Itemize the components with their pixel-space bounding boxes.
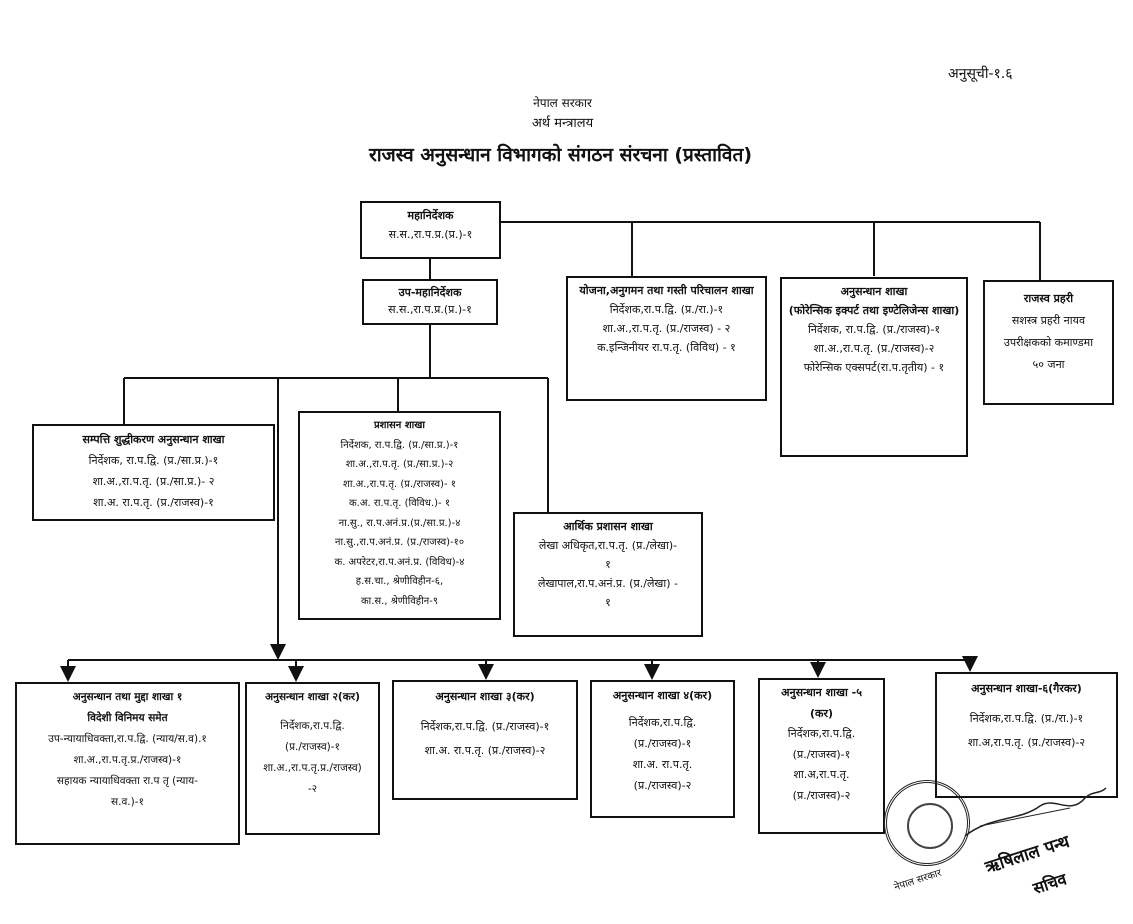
box-title: अनुसन्धान तथा मुद्दा शाखा १ xyxy=(72,691,183,703)
box-director-general: महानिर्देशक स.स.,रा.प.प्र.(प्र.)-१ xyxy=(360,201,501,259)
box-line: शा.अ.,रा.प.तृ. (प्र./राजस्व)-२ xyxy=(813,342,935,355)
box-asset-laundering-branch: सम्पत्ति शुद्धीकरण अनुसन्धान शाखा निर्दे… xyxy=(32,424,275,521)
box-line: उप-न्यायाधिवक्ता,रा.प.द्वि. (न्याय/स.व).… xyxy=(48,733,207,745)
box-line: निर्देशक,रा.प.द्वि. xyxy=(787,727,856,740)
box-line: निर्देशक, रा.प.द्वि. (प्र./राजस्व)-१ xyxy=(807,323,941,336)
box-line: (प्र./राजस्व)-२ xyxy=(633,779,692,792)
box-administration-branch: प्रशासन शाखा निर्देशक, रा.प.द्वि. (प्र./… xyxy=(298,411,501,620)
box-forensic-branch: अनुसन्धान शाखा (फोरेन्सिक इक्पर्ट तथा इण… xyxy=(780,277,968,457)
box-line: उपरीक्षकको कमाण्डमा xyxy=(1003,336,1094,349)
box-line: स.स.,रा.प.प्र.(प्र.)-१ xyxy=(388,303,472,316)
box-line: ना.सु.,रा.प.अनं.प्र. (प्र./राजस्व)-१० xyxy=(334,537,465,548)
box-title: अनुसन्धान शाखा xyxy=(840,285,908,298)
box-title: सम्पत्ति शुद्धीकरण अनुसन्धान शाखा xyxy=(82,433,225,446)
box-line: शा.अ. रा.प.तृ. xyxy=(632,758,693,771)
box-line: क. अपरेटर,रा.प.अनं.प्र. (विविध)-४ xyxy=(334,556,465,568)
government-seal xyxy=(884,780,970,866)
box-line: (प्र./राजस्व)-१ xyxy=(284,741,341,753)
box-investigation-branch-1: अनुसन्धान तथा मुद्दा शाखा १ विदेशी विनिम… xyxy=(15,682,240,845)
box-line: स.स.,रा.प.प्र.(प्र.)-१ xyxy=(388,228,473,241)
box-investigation-branch-4: अनुसन्धान शाखा ४(कर) निर्देशक,रा.प.द्वि.… xyxy=(590,680,735,818)
box-line: निर्देशक,रा.प.द्वि. (प्र./रा.)-१ xyxy=(609,303,724,316)
box-line: शा.अ.,रा.प.तृ. (प्र./सा.प्र.)- २ xyxy=(92,475,215,488)
box-line: (प्र./राजस्व)-१ xyxy=(633,737,692,750)
box-line: शा.अ,रा.प.तृ. xyxy=(793,768,850,781)
box-line: शा.अ. रा.प.तृ. (प्र./राजस्व)-२ xyxy=(424,744,546,757)
box-subtitle: विदेशी विनिमय समेत xyxy=(87,712,168,724)
box-title: प्रशासन शाखा xyxy=(373,420,426,431)
box-title: अनुसन्धान शाखा २(कर) xyxy=(265,691,360,703)
box-title: उप-महानिर्देशक xyxy=(398,286,462,299)
box-financial-admin-branch: आर्थिक प्रशासन शाखा लेखा अधिकृत,रा.प.तृ.… xyxy=(513,512,703,637)
box-line: क.अ. रा.प.तृ. (विविध.)- १ xyxy=(348,498,451,509)
box-subtitle: (फोरेन्सिक इक्पर्ट तथा इण्टेलिजेन्स शाखा… xyxy=(788,304,960,317)
box-title: योजना,अनुगमन तथा गस्ती परिचालन शाखा xyxy=(579,284,754,297)
box-line: -२ xyxy=(307,783,318,795)
box-line: (प्र./राजस्व)-२ xyxy=(792,788,851,802)
box-investigation-branch-5: अनुसन्धान शाखा -५ (कर) निर्देशक,रा.प.द्व… xyxy=(758,678,885,834)
box-line: निर्देशक,रा.प.द्वि. (प्र./रा.)-१ xyxy=(969,712,1084,725)
box-line: १ xyxy=(605,558,611,571)
box-line: शा.अ. रा.प.तृ. (प्र./राजस्व)-१ xyxy=(93,496,214,509)
box-line: ५० जना xyxy=(1032,358,1065,371)
box-investigation-branch-2: अनुसन्धान शाखा २(कर) निर्देशक,रा.प.द्वि.… xyxy=(245,682,380,835)
box-line: शा.अ.,रा.प.तृ.प्र./राजस्व) xyxy=(263,762,362,774)
box-title: अनुसन्धान शाखा -५ xyxy=(781,686,862,699)
box-line: निर्देशक, रा.प.द्वि. (प्र./सा.प्र.)-१ xyxy=(340,439,459,451)
government-label: नेपाल सरकार xyxy=(533,96,592,110)
box-line: लेखा अधिकृत,रा.प.तृ. (प्र./लेखा)- xyxy=(538,539,678,552)
box-line: शा.अ.,रा.प.तृ. (प्र./राजस्व)- १ xyxy=(343,478,456,490)
seal-emblem-icon xyxy=(907,803,953,849)
box-line: (प्र./राजस्व)-१ xyxy=(792,747,851,761)
box-investigation-branch-3: अनुसन्धान शाखा ३(कर) निर्देशक,रा.प.द्वि.… xyxy=(392,680,578,800)
box-investigation-branch-6: अनुसन्धान शाखा-६(गैरकर) निर्देशक,रा.प.द्… xyxy=(935,672,1118,798)
box-line: ना.सु., रा.प.अनं.प्र.(प्र./सा.प्र.)-४ xyxy=(338,517,461,529)
box-planning-branch: योजना,अनुगमन तथा गस्ती परिचालन शाखा निर्… xyxy=(566,276,767,401)
box-line: स.व.)-१ xyxy=(111,796,144,808)
box-line: सहायक न्यायाधिवक्ता रा.प तृ (न्याय- xyxy=(56,775,199,787)
signature-scribble xyxy=(964,787,1107,837)
box-line: शा.अ,रा.प.तृ. (प्र./राजस्व)-२ xyxy=(967,736,1086,749)
box-line: शा.अ.,रा.प.तृ.प्र./राजस्व)-१ xyxy=(73,754,182,766)
box-line: १ xyxy=(605,596,611,609)
box-title: आर्थिक प्रशासन शाखा xyxy=(563,520,653,533)
box-subtitle: (कर) xyxy=(809,706,833,720)
box-line: शा.अ.,रा.प.तृ. (प्र./राजस्व) - २ xyxy=(602,322,731,335)
box-title: अनुसन्धान शाखा ३(कर) xyxy=(435,690,535,703)
box-line: ह.स.चा., श्रेणीविहीन-६, xyxy=(355,576,444,587)
box-line: का.स., श्रेणीविहीन-९ xyxy=(360,595,439,607)
box-title: राजस्व प्रहरी xyxy=(1023,292,1074,305)
box-line: लेखापाल,रा.प.अनं.प्र. (प्र./लेखा) - xyxy=(537,577,679,590)
box-title: अनुसन्धान शाखा ४(कर) xyxy=(612,689,713,702)
annex-label: अनुसूची-१.६ xyxy=(948,66,1013,82)
box-deputy-director-general: उप-महानिर्देशक स.स.,रा.प.प्र.(प्र.)-१ xyxy=(362,279,498,325)
box-line: सशस्त्र प्रहरी नायव xyxy=(1011,314,1086,327)
box-line: निर्देशक,रा.प.द्वि. xyxy=(628,716,697,729)
box-line: निर्देशक, रा.प.द्वि. (प्र./सा.प्र.)-१ xyxy=(88,454,219,467)
box-title: महानिर्देशक xyxy=(407,209,454,222)
box-line: फोरेन्सिक एक्सपर्ट(रा.प.तृतीय) - १ xyxy=(803,361,945,374)
box-line: शा.अ.,रा.प.तृ. (प्र./सा.प्र.)-२ xyxy=(345,459,454,470)
chart-title: राजस्व अनुसन्धान विभागको संगठन संरचना (प… xyxy=(368,144,753,166)
box-title: अनुसन्धान शाखा-६(गैरकर) xyxy=(971,682,1082,695)
box-line: क.इन्जिनीयर रा.प.तृ. (विविध) - १ xyxy=(597,341,736,354)
box-revenue-guard: राजस्व प्रहरी सशस्त्र प्रहरी नायव उपरीक्… xyxy=(983,280,1114,405)
box-line: निर्देशक,रा.प.द्वि. xyxy=(280,720,345,732)
ministry-label: अर्थ मन्त्रालय xyxy=(531,116,594,131)
box-line: निर्देशक,रा.प.द्वि. (प्र./राजस्व)-१ xyxy=(420,720,550,733)
